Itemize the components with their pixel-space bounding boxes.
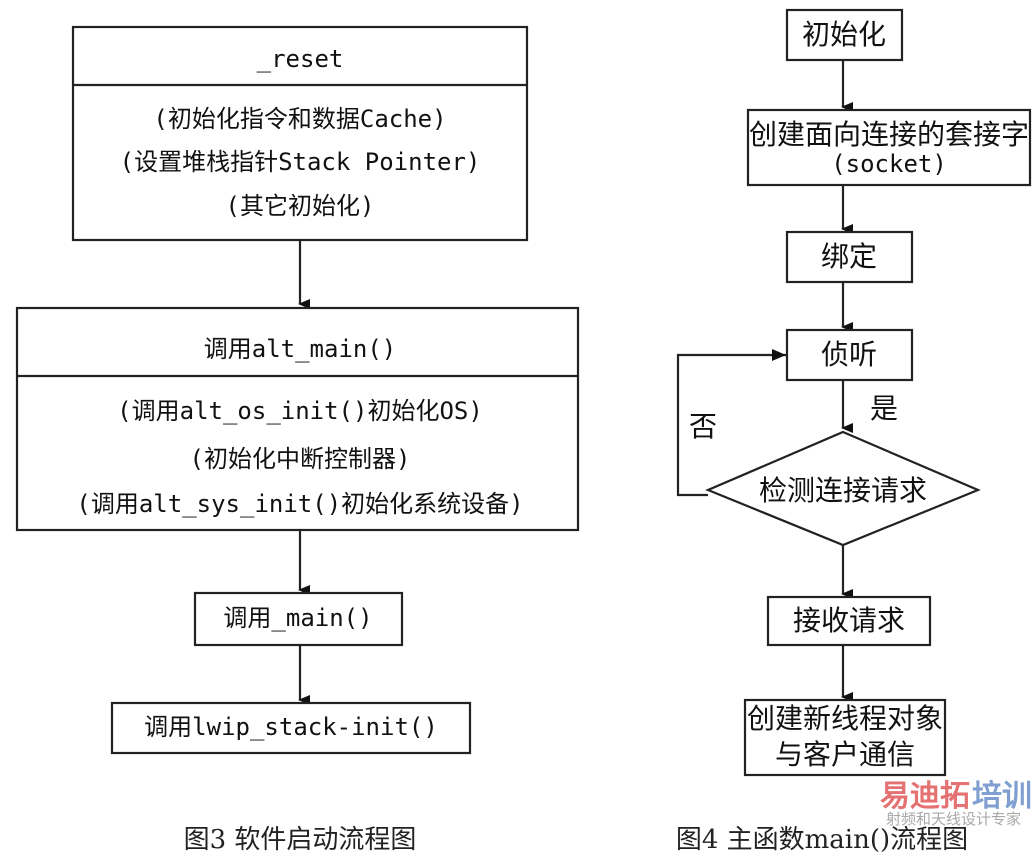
altmain-line: (初始化中断控制器): [190, 445, 411, 473]
fig3-reset-box: _reset (初始化指令和数据Cache) (设置堆栈指针Stack Poin…: [71, 25, 529, 242]
fig3-main-box: 调用_main(): [193, 591, 404, 647]
accept-label: 接收请求: [793, 604, 905, 637]
bind-label: 绑定: [821, 240, 877, 273]
fig4-check-diamond: 检测连接请求: [705, 430, 981, 547]
watermark-tagline: 射频和天线设计专家: [886, 810, 1021, 828]
socket-line: (socket): [831, 150, 947, 178]
watermark-logo: 易迪拓 培训 射频和天线设计专家: [880, 779, 1032, 828]
socket-line: 创建面向连接的套接字: [749, 118, 1029, 151]
listen-label: 侦听: [821, 338, 877, 371]
reset-line: (初始化指令和数据Cache): [153, 105, 446, 133]
fig3-lwip-box: 调用lwip_stack-init(): [110, 701, 472, 755]
watermark-red: 易迪拓: [880, 779, 970, 814]
altmain-line: (调用alt_sys_init()初始化系统设备): [76, 490, 523, 518]
fig4-bind-box: 绑定: [785, 230, 914, 284]
fig4-socket-box: 创建面向连接的套接字 (socket): [746, 108, 1032, 187]
fig4-caption: 图4 主函数main()流程图: [676, 825, 968, 855]
loop-arrow: [676, 349, 786, 497]
fig3-caption: 图3 软件启动流程图: [184, 825, 417, 855]
fig4-init-box: 初始化: [785, 8, 904, 62]
watermark-blue: 培训: [972, 779, 1032, 814]
lwip-label: 调用lwip_stack-init(): [144, 713, 438, 741]
reset-line: (设置堆栈指针Stack Pointer): [120, 148, 481, 176]
altmain-title: 调用alt_main(): [204, 335, 397, 363]
yes-label: 是: [870, 392, 898, 425]
fig4-listen-box: 侦听: [785, 328, 914, 382]
fig3-altmain-box: 调用alt_main() (调用alt_os_init()初始化OS) (初始化…: [15, 306, 580, 532]
reset-title: _reset: [257, 45, 344, 73]
thread-line: 与客户通信: [775, 738, 915, 771]
altmain-line: (调用alt_os_init()初始化OS): [117, 397, 483, 425]
init-label: 初始化: [802, 18, 886, 51]
check-label: 检测连接请求: [759, 474, 927, 507]
thread-line: 创建新线程对象: [747, 702, 943, 735]
fig4-accept-box: 接收请求: [766, 595, 932, 647]
reset-line: (其它初始化): [226, 192, 375, 220]
fig4-thread-box: 创建新线程对象 与客户通信: [743, 698, 947, 777]
no-label: 否: [689, 410, 717, 443]
main-label: 调用_main(): [223, 604, 372, 632]
